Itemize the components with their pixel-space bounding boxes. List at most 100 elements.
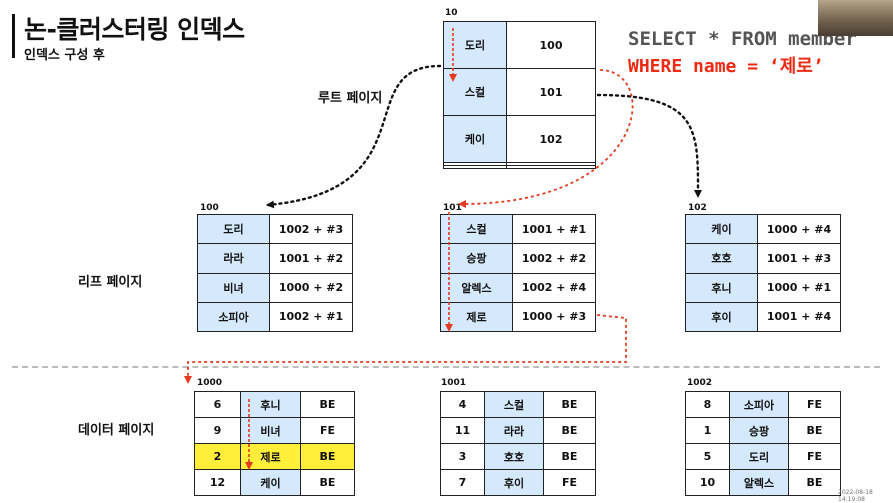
root-pointer: 101 <box>506 68 596 117</box>
data-id: 7 <box>440 469 485 496</box>
data-id: 8 <box>685 391 730 418</box>
leaf-pointer: 1001 + #4 <box>757 301 841 333</box>
query-select-line: SELECT * FROM member <box>628 28 857 50</box>
root-row <box>443 165 596 169</box>
timestamp-overlay: 2022-08-18 14:19:08 <box>838 489 873 503</box>
root-page-number: 10 <box>445 8 458 18</box>
leaf-pointer: 1000 + #2 <box>269 272 353 303</box>
title-accent-bar <box>12 14 15 58</box>
leaf-key: 라라 <box>197 243 270 274</box>
leaf-key: 호호 <box>685 243 758 274</box>
leaf-pointer: 1002 + #1 <box>269 301 353 333</box>
data-id: 5 <box>685 443 730 470</box>
data-id: 2 <box>194 443 241 470</box>
data-page-number: 1000 <box>197 378 223 388</box>
leaf-key: 승팡 <box>440 243 513 274</box>
data-name-cell: 라라 <box>484 417 544 444</box>
leaf-pointer: 1001 + #2 <box>269 243 353 274</box>
leaf-pointer: 1000 + #3 <box>512 301 596 333</box>
data-id: 4 <box>440 391 485 418</box>
data-id: 9 <box>194 417 241 444</box>
leaf-page-number: 101 <box>443 203 462 213</box>
leaf-key: 케이 <box>685 213 758 245</box>
page-subtitle: 인덱스 구성 후 <box>24 48 105 63</box>
data-page-number: 1002 <box>687 378 713 388</box>
data-id: 11 <box>440 417 485 444</box>
data-page-number: 1001 <box>441 378 467 388</box>
data-role: BE <box>300 443 355 470</box>
data-name-cell: 후이 <box>484 469 544 496</box>
root-pointer: 102 <box>506 115 596 164</box>
data-role: BE <box>543 391 596 418</box>
leaf-key: 도리 <box>197 213 270 245</box>
leaf-pointer: 1002 + #2 <box>512 243 596 274</box>
webcam-overlay <box>818 0 893 36</box>
data-role: FE <box>788 443 841 470</box>
data-name-cell: 호호 <box>484 443 544 470</box>
root-key: 케이 <box>443 115 507 164</box>
leaf-page-number: 100 <box>200 203 219 213</box>
leaf-pointer: 1000 + #1 <box>757 272 841 303</box>
leaf-pointer: 1001 + #1 <box>512 213 596 245</box>
leaf-key: 후니 <box>685 272 758 303</box>
page-title: 논-클러스터링 인덱스 <box>24 15 245 44</box>
leaf-pointer: 1000 + #4 <box>757 213 841 245</box>
root-key: 스컬 <box>443 68 507 117</box>
leaf-key: 소피아 <box>197 301 270 333</box>
data-role: BE <box>300 469 355 496</box>
leaf-key: 비녀 <box>197 272 270 303</box>
data-role: BE <box>543 417 596 444</box>
data-name-cell: 제로 <box>240 443 301 470</box>
data-name-cell: 알렉스 <box>729 469 789 496</box>
leaf-key: 스컬 <box>440 213 513 245</box>
leaf-pointer: 1002 + #3 <box>269 213 353 245</box>
data-role: BE <box>543 443 596 470</box>
leaf-page-number: 102 <box>688 203 707 213</box>
data-id: 3 <box>440 443 485 470</box>
data-name-cell: 케이 <box>240 469 301 496</box>
data-id: 6 <box>194 391 241 418</box>
data-role: BE <box>300 391 355 418</box>
data-name-cell: 비녀 <box>240 417 301 444</box>
data-name-cell: 스컬 <box>484 391 544 418</box>
leaf-pointer: 1002 + #4 <box>512 272 596 303</box>
pointer-arrow-root-to-leaf-102 <box>596 93 703 198</box>
query-where-line: WHERE name = ‘제로’ <box>628 56 824 77</box>
data-role: FE <box>300 417 355 444</box>
data-name-cell: 도리 <box>729 443 789 470</box>
data-role: FE <box>788 391 841 418</box>
root-key: 도리 <box>443 20 507 70</box>
leaf-key: 제로 <box>440 301 513 333</box>
data-role: FE <box>543 469 596 496</box>
root-pointer: 100 <box>506 20 596 70</box>
section-divider <box>12 366 880 368</box>
